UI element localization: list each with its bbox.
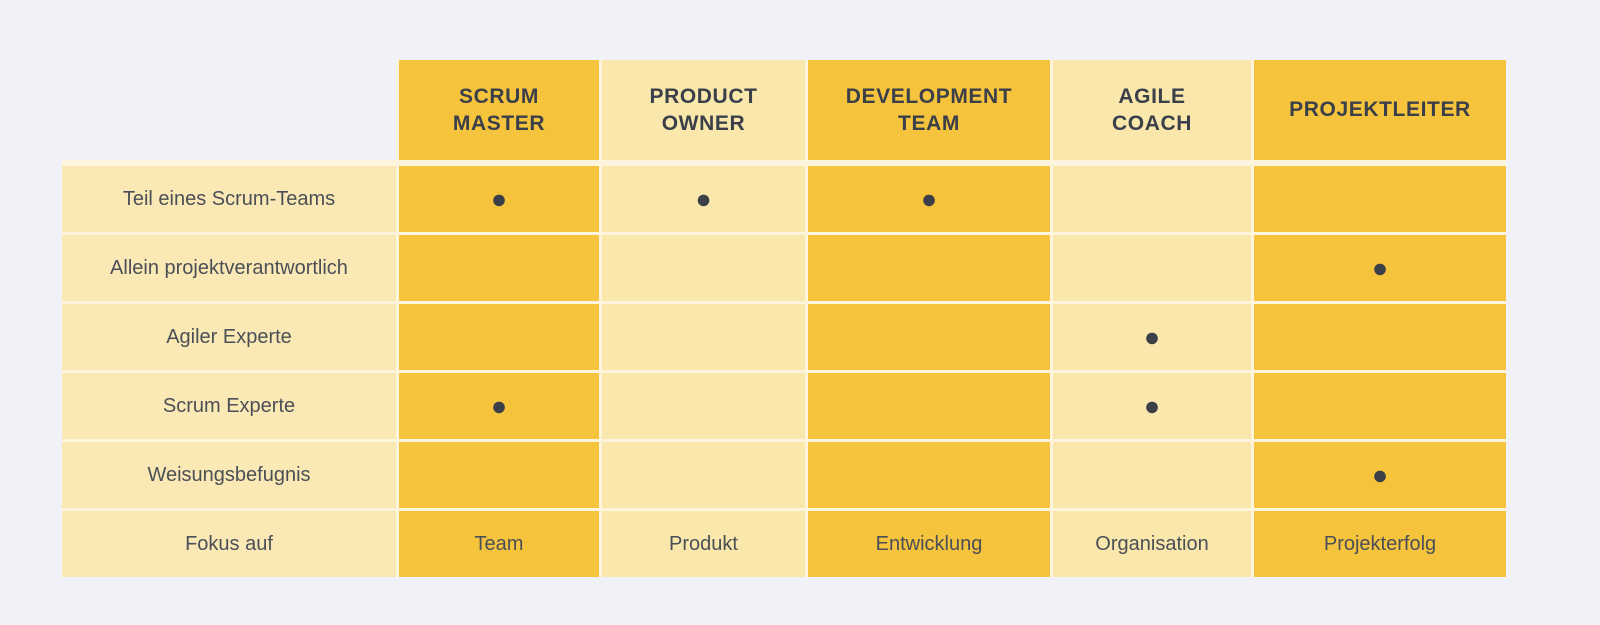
focus-value-organisation: Organisation (1053, 511, 1251, 577)
dot-cell: ● (399, 166, 599, 232)
row-label-allein-projektverantwortlich: Allein projektverantwortlich (62, 235, 396, 301)
matrix-header-row: SCRUM MASTER PRODUCT OWNER DEVELOPMENT T… (62, 60, 1506, 160)
dot-cell (1254, 373, 1506, 439)
comparison-matrix: SCRUM MASTER PRODUCT OWNER DEVELOPMENT T… (62, 60, 1506, 577)
focus-value-team: Team (399, 511, 599, 577)
matrix-body: Teil eines Scrum-Teams ● ● ● Allein proj… (62, 166, 1506, 577)
focus-value-entwicklung: Entwicklung (808, 511, 1050, 577)
dot-cell: ● (1254, 442, 1506, 508)
dot-cell (1053, 235, 1251, 301)
row-label-teil-eines-scrum-teams: Teil eines Scrum-Teams (62, 166, 396, 232)
column-header-development-team: DEVELOPMENT TEAM (808, 60, 1050, 160)
dot-cell (1053, 442, 1251, 508)
dot-cell (602, 442, 805, 508)
dot-cell (399, 304, 599, 370)
dot-cell (808, 442, 1050, 508)
dot-cell (399, 235, 599, 301)
dot-cell (808, 373, 1050, 439)
dot-cell: ● (602, 166, 805, 232)
dot-cell: ● (399, 373, 599, 439)
row-label-scrum-experte: Scrum Experte (62, 373, 396, 439)
dot-cell (602, 373, 805, 439)
dot-cell: ● (1053, 373, 1251, 439)
dot-cell (602, 304, 805, 370)
dot-cell: ● (1053, 304, 1251, 370)
dot-cell (1254, 166, 1506, 232)
column-header-projektleiter: PROJEKTLEITER (1254, 60, 1506, 160)
dot-cell (808, 304, 1050, 370)
row-label-agiler-experte: Agiler Experte (62, 304, 396, 370)
column-header-product-owner: PRODUCT OWNER (602, 60, 805, 160)
row-label-fokus-auf: Fokus auf (62, 511, 396, 577)
focus-value-produkt: Produkt (602, 511, 805, 577)
dot-cell (602, 235, 805, 301)
column-header-scrum-master: SCRUM MASTER (399, 60, 599, 160)
row-label-weisungsbefugnis: Weisungsbefugnis (62, 442, 396, 508)
dot-cell (1053, 166, 1251, 232)
dot-cell (808, 235, 1050, 301)
dot-cell: ● (808, 166, 1050, 232)
column-header-agile-coach: AGILE COACH (1053, 60, 1251, 160)
focus-value-projekterfolg: Projekterfolg (1254, 511, 1506, 577)
dot-cell: ● (1254, 235, 1506, 301)
dot-cell (399, 442, 599, 508)
corner-spacer (62, 60, 396, 160)
dot-cell (1254, 304, 1506, 370)
